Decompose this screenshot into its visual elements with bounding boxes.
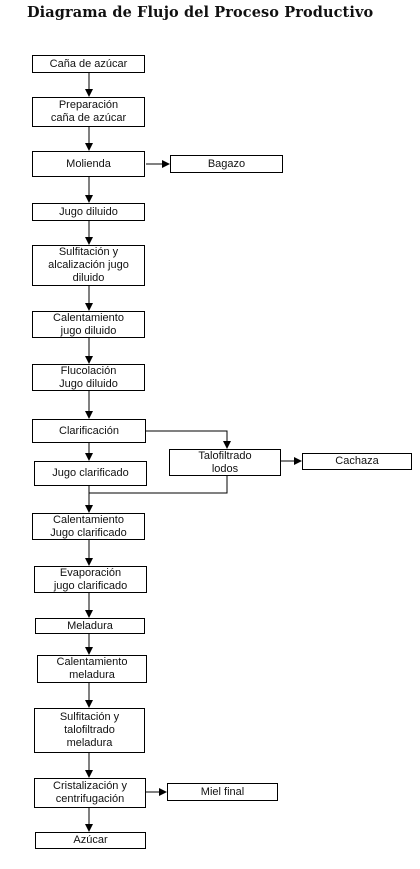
node-miel-final: Miel final bbox=[167, 783, 278, 801]
node-calentamiento-jugo-clarificado: Calentamiento Jugo clarificado bbox=[32, 513, 145, 540]
node-meladura: Meladura bbox=[35, 618, 145, 634]
node-cristalizacion: Cristalización y centrifugación bbox=[34, 778, 146, 808]
node-molienda: Molienda bbox=[32, 151, 145, 177]
node-cachaza: Cachaza bbox=[302, 453, 412, 470]
node-talofiltrado-lodos: Talofiltrado lodos bbox=[169, 449, 281, 476]
node-flucolacion: Flucolación Jugo diluido bbox=[32, 364, 145, 391]
node-calentamiento-jugo-diluido: Calentamiento jugo diluido bbox=[32, 311, 145, 338]
node-jugo-diluido: Jugo diluido bbox=[32, 203, 145, 221]
node-calentamiento-meladura: Calentamiento meladura bbox=[37, 655, 147, 683]
node-sulfitacion-alcalizacion: Sulfitación y alcalización jugo diluido bbox=[32, 245, 145, 286]
arrow-clarificacion-talofiltrado bbox=[146, 430, 231, 449]
node-sulfitacion-talofiltrado-meladura: Sulfitación y talofiltrado meladura bbox=[34, 708, 145, 753]
node-bagazo: Bagazo bbox=[170, 155, 283, 173]
node-clarificacion: Clarificación bbox=[32, 419, 146, 443]
node-azucar: Azúcar bbox=[35, 832, 146, 849]
connector-talofiltrado-return bbox=[89, 476, 228, 494]
node-preparacion: Preparación caña de azúcar bbox=[32, 97, 145, 127]
node-evaporacion: Evaporación jugo clarificado bbox=[34, 566, 147, 593]
diagram-title: Diagrama de Flujo del Proceso Productivo bbox=[27, 4, 374, 21]
node-jugo-clarificado: Jugo clarificado bbox=[34, 461, 147, 486]
node-cana-de-azucar: Caña de azúcar bbox=[32, 55, 145, 73]
